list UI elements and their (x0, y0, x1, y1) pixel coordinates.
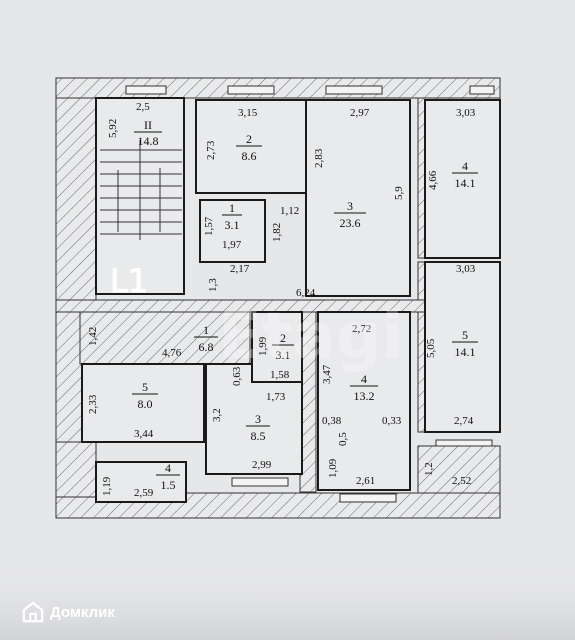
room-area: 8.0 (138, 397, 153, 411)
dimension-label: 0,38 (322, 415, 342, 427)
dimension-label: 3,44 (134, 428, 154, 440)
dimension-label: 1,12 (280, 205, 299, 217)
dimension-label: 0,5 (337, 432, 349, 446)
dimension-label: 2,97 (350, 107, 370, 119)
room-area: 8.6 (242, 149, 257, 163)
dimension-label: 1,2 (423, 462, 435, 476)
brand-name: Домклик (50, 603, 115, 621)
dimension-label: 2,74 (454, 415, 474, 427)
room-area: 6.8 (199, 340, 214, 354)
dimension-label: 4,66 (427, 170, 439, 190)
corner-mark: L1 (110, 262, 148, 300)
dimension-label: 3,03 (456, 107, 476, 119)
dimension-label: 2,73 (205, 140, 217, 160)
dimension-label: 6,24 (296, 287, 316, 299)
room-area: 3.1 (225, 218, 240, 232)
room-area: 8.5 (251, 429, 266, 443)
room-number: 1 (203, 323, 209, 337)
room-labels: II 14.8 2 8.6 3 23.6 1 3.1 4 14.1 5 14.1… (132, 118, 478, 492)
dimension-labels: 2,5 5,92 3,15 2,73 2,97 3,03 2,83 4,66 1… (87, 101, 476, 499)
dimension-label: 0,33 (382, 415, 402, 427)
room-number: 4 (361, 372, 367, 386)
brand-logo: Домклик (22, 601, 115, 623)
dimension-label: 2,17 (230, 263, 250, 275)
dimension-label: 2,99 (252, 459, 272, 471)
room-area: 14.1 (455, 176, 476, 190)
room-area: 14.8 (138, 134, 159, 148)
dimension-label: 0,63 (231, 366, 243, 386)
room-area: 23.6 (340, 216, 361, 230)
dimension-label: 5,92 (107, 119, 119, 138)
bottom-shade (0, 560, 575, 640)
room-number: 5 (142, 380, 148, 394)
room-number: 4 (165, 461, 171, 475)
watermark: Etagi (218, 300, 403, 374)
room-number: 2 (246, 132, 252, 146)
staircase (100, 140, 182, 240)
dimension-label: 2,59 (134, 487, 154, 499)
dimension-label: 5,05 (425, 338, 437, 358)
dimension-label: 2,33 (87, 394, 99, 414)
dimension-label: 1,97 (222, 239, 242, 251)
room-number: 5 (462, 328, 468, 342)
room-area: 13.2 (354, 389, 375, 403)
dimension-label: 1,82 (271, 223, 283, 242)
dimension-label: 3,47 (321, 364, 333, 384)
dimension-label: 1,3 (207, 278, 219, 292)
dimension-label: 3,2 (211, 408, 223, 422)
dimension-label: 2,72 (352, 323, 371, 335)
room-number: II (144, 118, 152, 132)
dimension-label: 5,9 (393, 186, 405, 200)
dimension-label: 2,5 (136, 101, 150, 113)
dimension-label: 1,09 (327, 458, 339, 478)
room-number: 3 (347, 199, 353, 213)
dimension-label: 3,03 (456, 263, 476, 275)
dimension-label: 1,99 (257, 336, 269, 356)
dimension-label: 4,76 (162, 347, 182, 359)
room-area: 14.1 (455, 345, 476, 359)
room-number: 1 (229, 201, 235, 215)
dimension-label: 1,42 (87, 327, 99, 346)
dimension-label: 2,52 (452, 475, 471, 487)
dimension-label: 1,57 (203, 216, 215, 236)
dimension-label: 2,61 (356, 475, 375, 487)
room-area: 3.1 (276, 348, 291, 362)
openings (125, 85, 495, 503)
dimension-label: 3,15 (238, 107, 258, 119)
room-number: 2 (280, 331, 286, 345)
room-number: 4 (462, 159, 468, 173)
dimension-label: 1,73 (266, 391, 286, 403)
dimension-label: 2,83 (313, 148, 325, 168)
dimension-label: 1,58 (270, 369, 290, 381)
domclick-house-icon (22, 601, 44, 623)
room-number: 3 (255, 412, 261, 426)
dimension-label: 1,19 (101, 476, 113, 496)
room-area: 1.5 (161, 478, 176, 492)
